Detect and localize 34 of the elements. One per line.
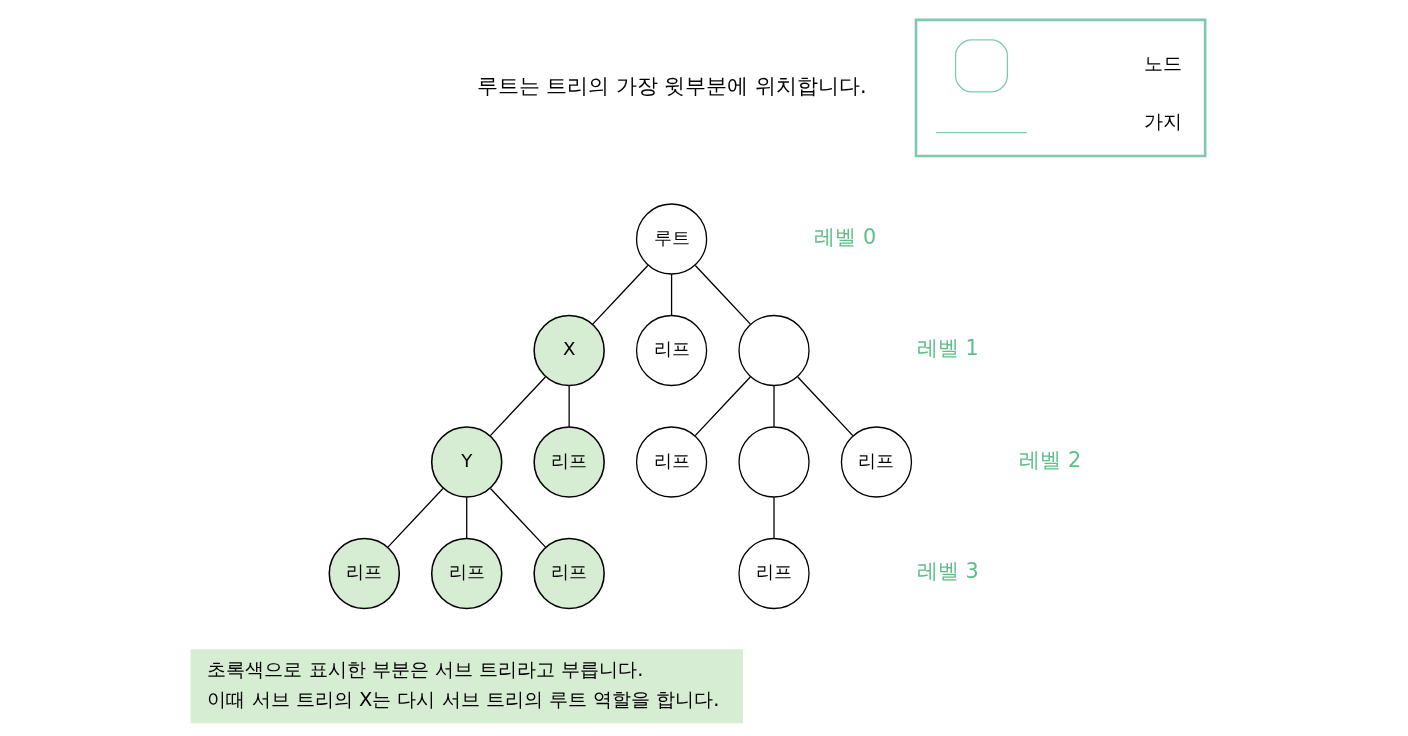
node-circle: 리프 bbox=[430, 537, 503, 610]
label: 레벨 3 bbox=[916, 559, 979, 584]
connector bbox=[694, 264, 752, 325]
connector bbox=[489, 487, 547, 548]
connector bbox=[489, 376, 547, 437]
node-circle: 루트 bbox=[635, 203, 708, 275]
label: 레벨 0 bbox=[814, 224, 877, 249]
legend-label: 노드 bbox=[1143, 52, 1182, 76]
node-circle: X bbox=[533, 314, 605, 387]
legend-label: 가지 bbox=[1143, 110, 1182, 134]
node-circle: Y bbox=[430, 426, 503, 498]
label: 레벨 1 bbox=[916, 336, 979, 361]
connector bbox=[773, 385, 775, 428]
node-circle: 리프 bbox=[635, 314, 708, 387]
connector bbox=[797, 376, 854, 437]
connector bbox=[387, 487, 444, 548]
connector bbox=[592, 264, 649, 325]
connector bbox=[773, 496, 775, 540]
node-circle: 리프 bbox=[635, 426, 708, 498]
label: 초록색으로 표시한 부분은 서브 트리라고 부릅니다. bbox=[207, 657, 644, 681]
node-circle bbox=[738, 314, 810, 387]
node-circle bbox=[738, 426, 810, 498]
connector bbox=[694, 376, 751, 437]
label: 이때 서브 트리의 X는 다시 서브 트리의 루트 역할을 합니다. bbox=[207, 687, 720, 711]
label: 레벨 2 bbox=[1019, 447, 1082, 472]
node-circle: 리프 bbox=[328, 537, 401, 610]
connector bbox=[670, 273, 673, 316]
node-circle: 리프 bbox=[840, 426, 913, 498]
node-circle: 리프 bbox=[533, 426, 605, 498]
node-circle: 리프 bbox=[533, 537, 605, 610]
label: 루트는 트리의 가장 윗부분에 위치합니다. bbox=[476, 73, 867, 98]
connector bbox=[466, 496, 468, 540]
node-circle: 리프 bbox=[738, 537, 810, 610]
connector bbox=[568, 385, 570, 428]
